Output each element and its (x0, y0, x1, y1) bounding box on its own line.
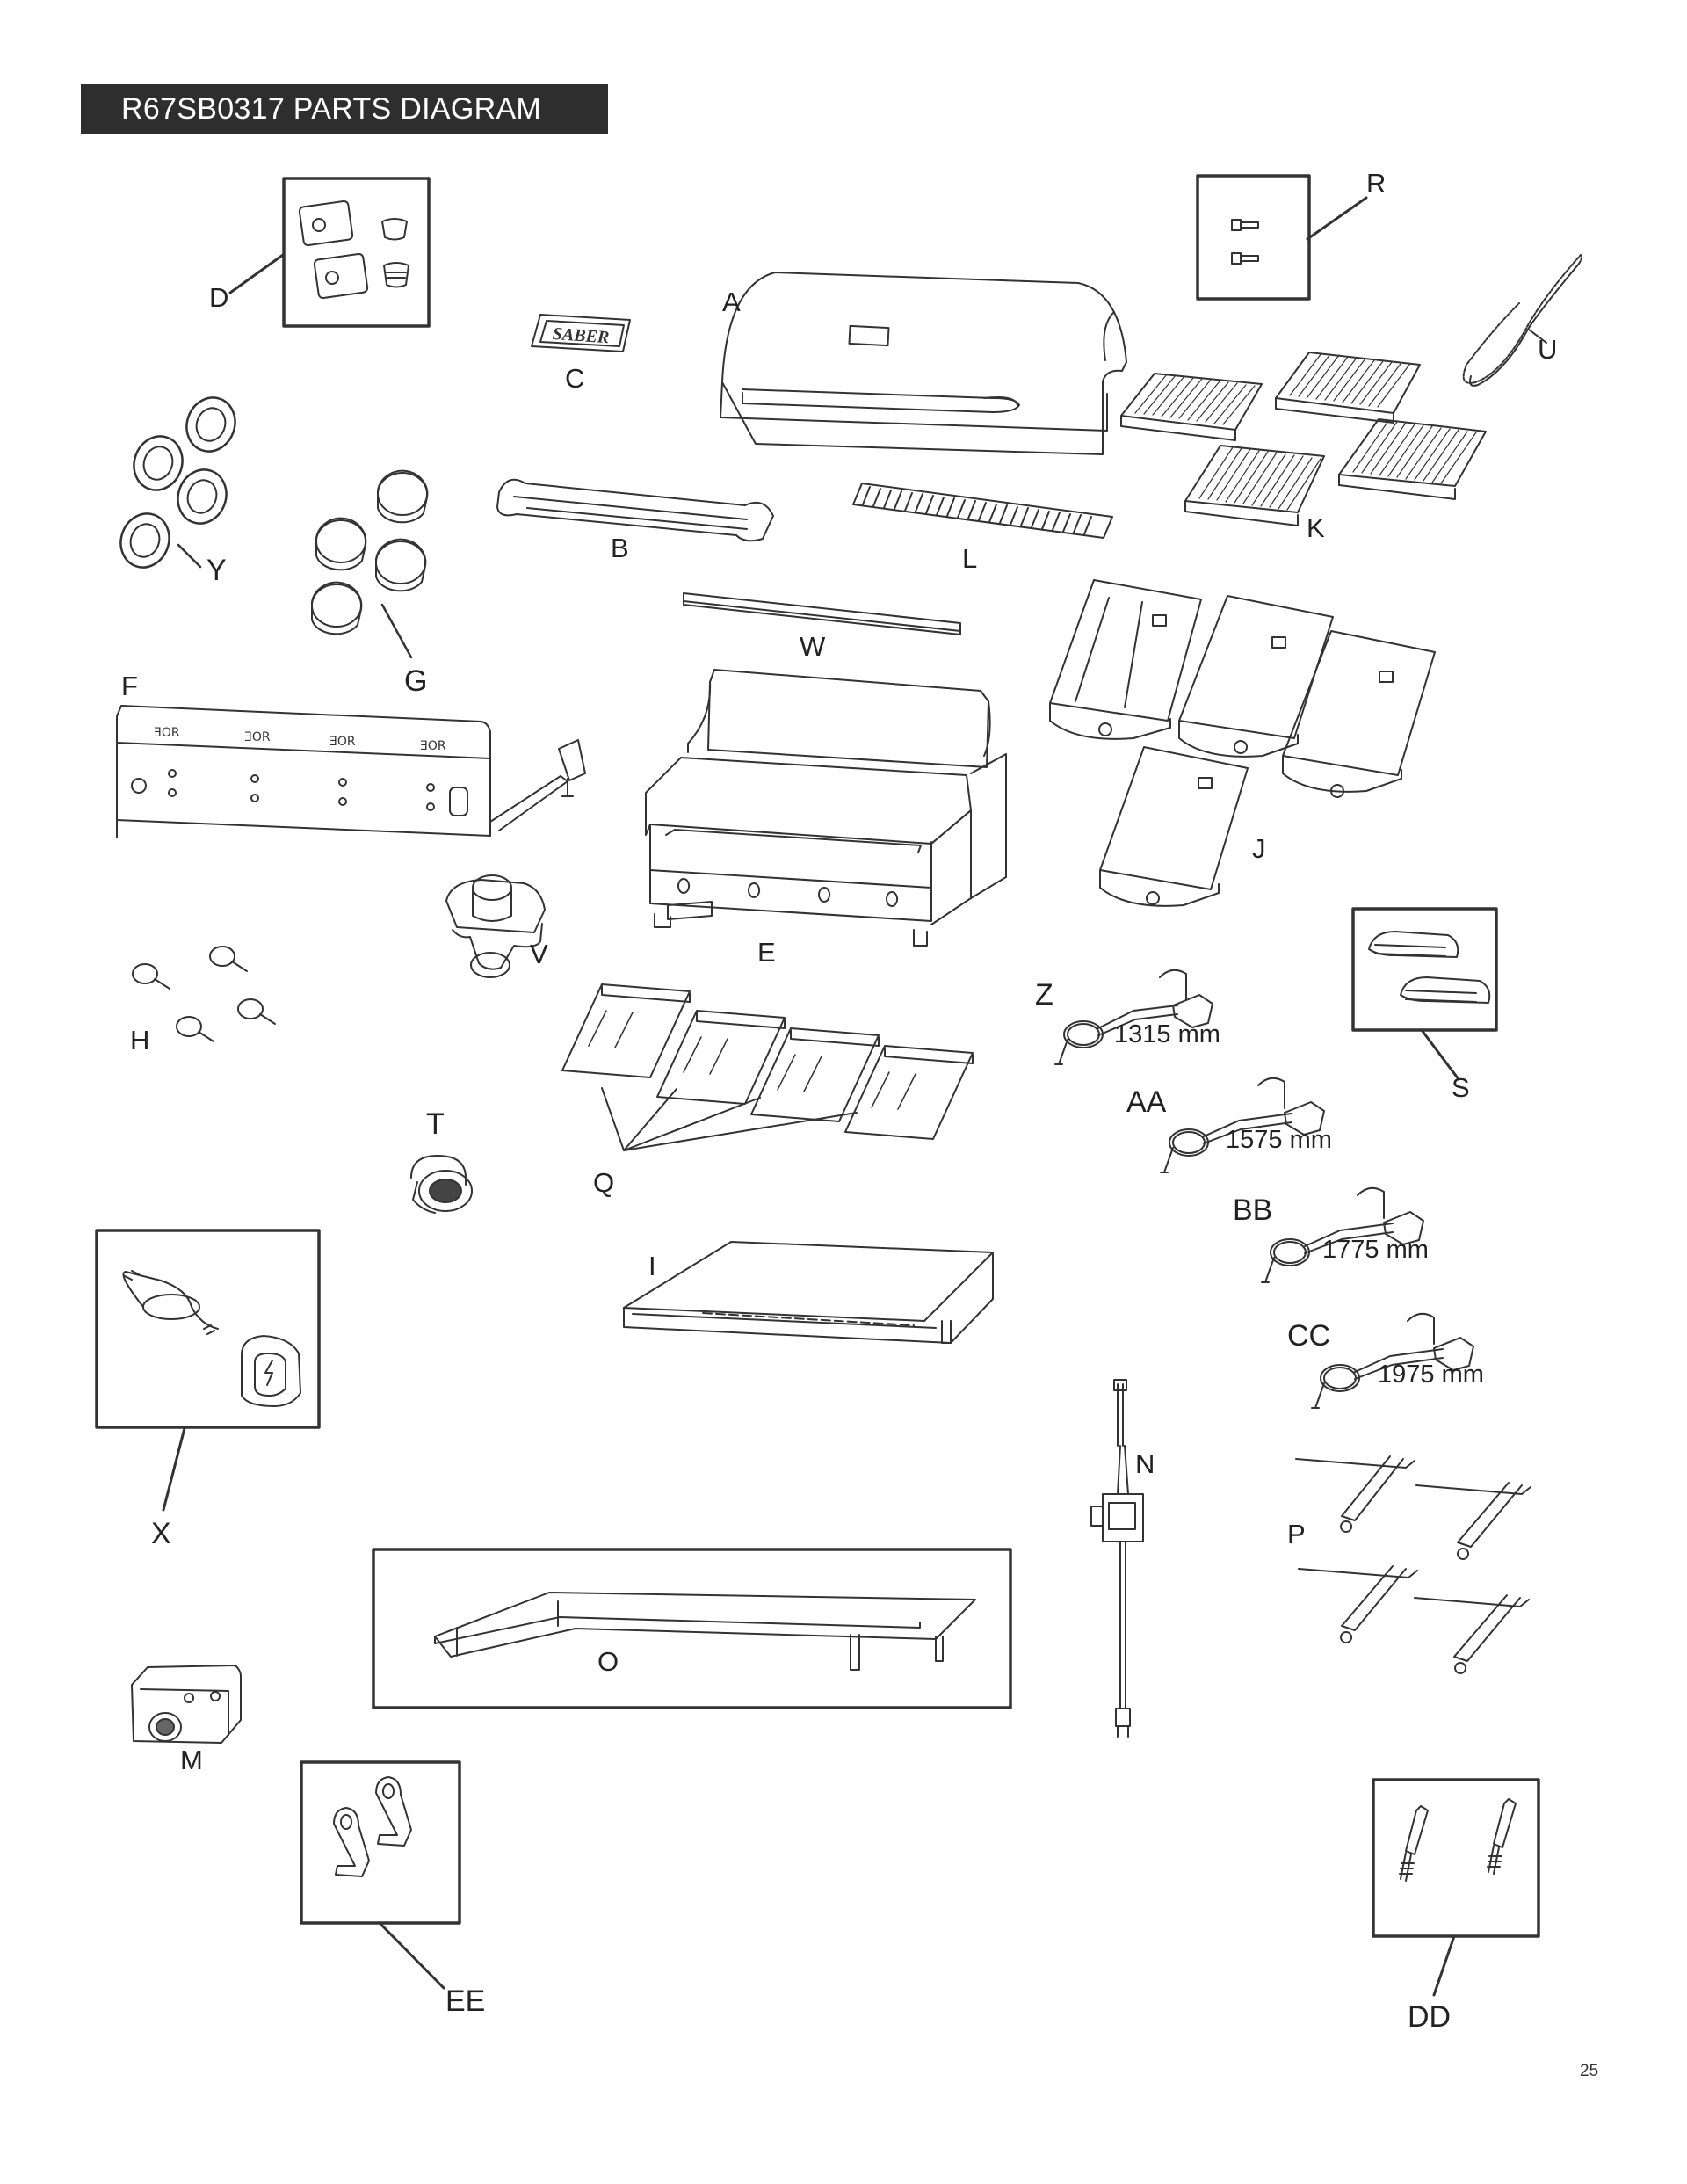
part-c-drawing (532, 315, 630, 352)
part-g-drawing (312, 471, 427, 657)
label-part-r: R (1366, 168, 1387, 199)
label-part-n: N (1135, 1448, 1155, 1479)
label-part-cc: CC (1287, 1319, 1331, 1353)
label-part-k: K (1307, 512, 1325, 543)
label-part-f: F (121, 671, 138, 701)
label-part-aa: AA (1126, 1085, 1167, 1119)
panel-mark-3: ƎOR (329, 735, 356, 749)
label-part-u: U (1538, 334, 1558, 365)
label-part-a: A (722, 287, 741, 317)
part-p-drawing (1296, 1456, 1531, 1673)
part-d-drawing (230, 178, 429, 326)
label-part-d: D (209, 282, 229, 313)
label-part-j: J (1252, 833, 1266, 864)
label-part-z: Z (1035, 978, 1053, 1012)
panel-mark-1: ƎOR (154, 726, 180, 740)
label-part-q: Q (593, 1167, 615, 1198)
label-part-p: P (1287, 1519, 1306, 1549)
label-part-bb: BB (1233, 1194, 1273, 1227)
part-z-drawing (1055, 970, 1213, 1064)
logo-nameplate: SABER (552, 324, 610, 347)
part-s-drawing (1353, 909, 1496, 1079)
panel-mark-2: ƎOR (244, 730, 271, 744)
label-part-h: H (130, 1025, 150, 1056)
page-number: 25 (1580, 2062, 1599, 2080)
part-cc-drawing (1312, 1314, 1473, 1408)
part-v-drawing (446, 875, 545, 977)
label-part-y: Y (206, 554, 227, 587)
part-n-drawing (1091, 1380, 1143, 1737)
label-part-c: C (565, 363, 585, 394)
label-part-t: T (426, 1107, 445, 1141)
part-o-drawing (373, 1549, 1010, 1708)
length-z: 1315 mm (1114, 1020, 1220, 1048)
length-bb: 1775 mm (1322, 1236, 1429, 1264)
part-u-drawing (1464, 255, 1582, 386)
part-e-drawing (646, 670, 1006, 946)
label-part-i: I (648, 1251, 656, 1281)
page-title: R67SB0317 PARTS DIAGRAM (81, 84, 608, 134)
label-part-g: G (404, 664, 428, 698)
part-q-drawing (562, 984, 973, 1150)
part-k-drawing (1121, 352, 1486, 526)
part-j-drawing (1050, 580, 1435, 906)
part-dd-drawing (1373, 1780, 1539, 1995)
part-a-drawing (720, 272, 1126, 454)
label-part-v: V (530, 939, 548, 969)
label-part-o: O (597, 1646, 619, 1677)
part-l-drawing (853, 483, 1112, 538)
label-part-ee: EE (445, 1984, 486, 2018)
part-bb-drawing (1262, 1188, 1423, 1282)
label-part-l: L (962, 543, 978, 574)
label-part-x: X (151, 1517, 171, 1550)
part-i-drawing (624, 1242, 993, 1343)
part-b-drawing (497, 480, 773, 541)
label-part-w: W (800, 631, 826, 662)
label-part-b: B (611, 533, 629, 563)
part-aa-drawing (1161, 1078, 1324, 1172)
length-aa: 1575 mm (1226, 1126, 1332, 1154)
part-y-drawing (113, 391, 243, 575)
part-f-drawing (117, 706, 585, 838)
part-x-drawing (97, 1230, 319, 1510)
label-part-dd: DD (1408, 2000, 1452, 2034)
label-part-m: M (180, 1745, 203, 1775)
length-cc: 1975 mm (1378, 1360, 1484, 1389)
panel-mark-4: ƎOR (420, 739, 446, 753)
label-part-e: E (757, 937, 776, 968)
part-r-drawing (1198, 176, 1366, 299)
label-part-s: S (1452, 1072, 1470, 1103)
part-w-drawing (684, 593, 960, 635)
part-m-drawing (132, 1665, 241, 1743)
part-h-drawing (133, 947, 275, 1041)
part-ee-drawing (301, 1762, 460, 1988)
part-t-drawing (411, 1156, 472, 1213)
